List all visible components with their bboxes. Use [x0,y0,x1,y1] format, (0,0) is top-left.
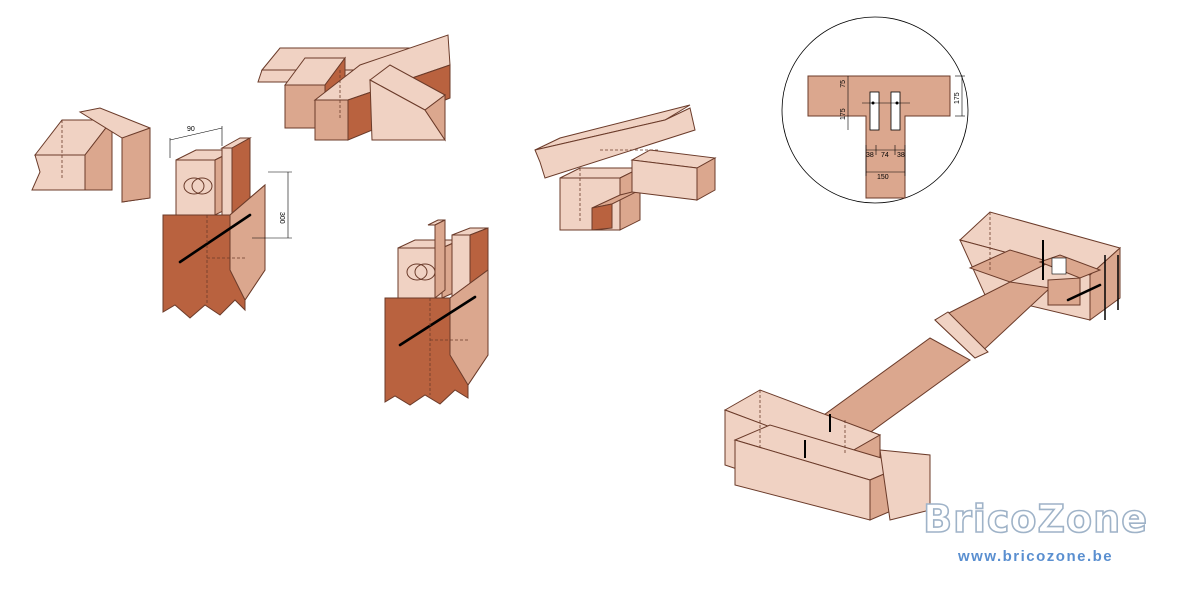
dim-detail-center: 74 [881,152,889,159]
watermark-url: www.bricozone.be [958,548,1114,565]
watermark-name: BricoZone [922,497,1148,541]
dim-detail-side-right: 38 [897,152,905,159]
beam-end-piece [31,107,151,203]
dim-detail-beam: 175 [954,92,961,104]
long-beam-assembly [723,211,1122,521]
dimension-tenon-height: 300 [252,171,292,239]
crossed-beam-assembly [257,34,451,142]
dim-detail-top: 75 [840,80,847,88]
dimension-tenon-width: 90 [169,126,223,158]
post-with-tenon-center [384,219,489,406]
dim-detail-side-left: 38 [866,152,874,159]
beam-on-post-assembly [534,104,717,231]
watermark: BricoZone www.bricozone.be [922,497,1148,565]
section-detail-circle: 75 175 175 38 74 38 150 [781,16,969,204]
dim-tenon-width: 90 [187,126,195,133]
dim-tenon-height: 300 [278,212,285,224]
post-with-tenon-left [162,137,266,319]
dim-detail-mortise: 175 [840,108,847,120]
dim-detail-post-width: 150 [877,174,889,181]
